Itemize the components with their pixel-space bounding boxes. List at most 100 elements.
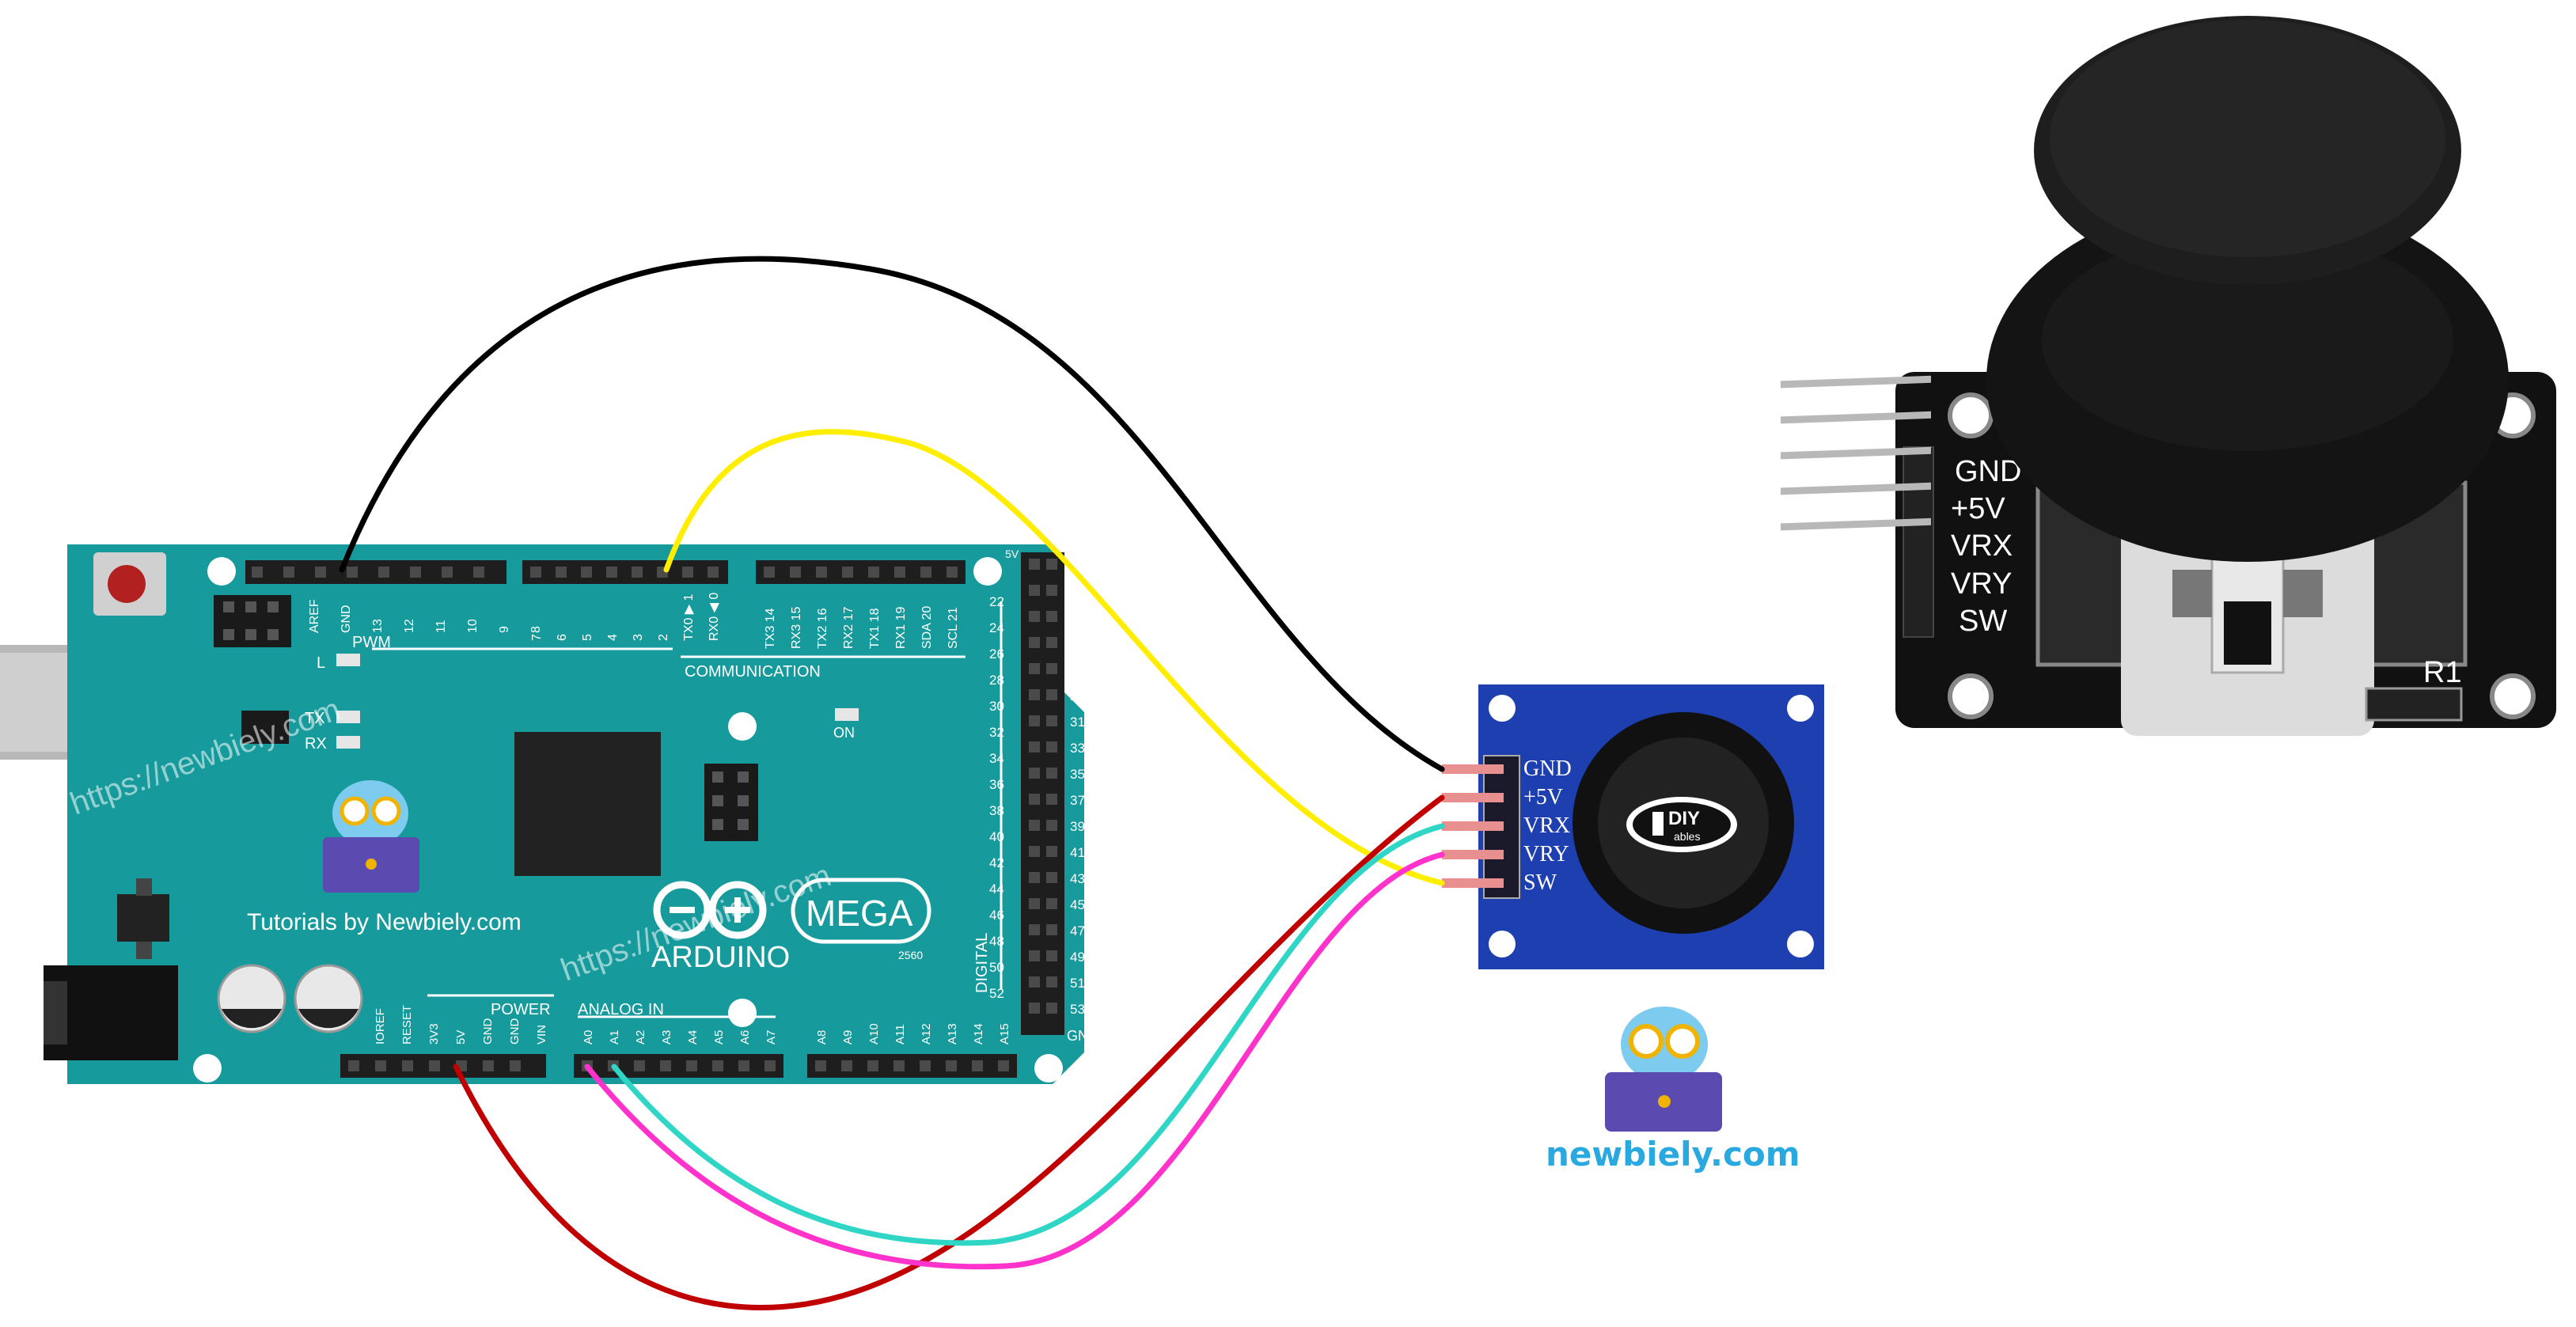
header-pin <box>1029 663 1040 674</box>
pin-label: GND <box>481 1018 495 1045</box>
digital-pin-label: 51 <box>1070 976 1085 991</box>
header-pin <box>1046 715 1057 726</box>
pin-label: TX3 14 <box>764 608 777 649</box>
header-pin <box>1029 924 1040 935</box>
digital-pin-label: 35 <box>1070 767 1085 782</box>
pin-label: A11 <box>893 1024 907 1045</box>
pin-label: 3 <box>632 634 645 641</box>
owl-mascot-board <box>323 780 419 893</box>
label-analog-in: ANALOG IN <box>578 1001 664 1018</box>
pin-label: A1 <box>608 1030 621 1045</box>
pin-label: A9 <box>841 1030 855 1045</box>
digital-pin-label: 38 <box>989 803 1004 818</box>
header-pin <box>1046 976 1057 988</box>
module-pin-5v: +5V <box>1523 785 1563 809</box>
label-gnd-corner: GND <box>1067 1028 1098 1044</box>
digital-pin-label: 22 <box>989 594 1004 609</box>
header-pin <box>1046 820 1057 831</box>
header-pin <box>1046 898 1057 909</box>
label-digital: DIGITAL <box>973 933 991 993</box>
resistor-r1 <box>2365 687 2463 722</box>
digital-pin-label: 52 <box>989 986 1004 1001</box>
header-pin <box>1029 872 1040 883</box>
digital-pin-label: 48 <box>989 934 1004 949</box>
pin-label: A15 <box>998 1023 1011 1045</box>
pin-label: SDA 20 <box>920 606 934 649</box>
pin-label: 10 <box>466 619 480 633</box>
mega-badge <box>791 878 931 944</box>
header-pin <box>1029 768 1040 779</box>
voltage-regulator <box>117 894 169 942</box>
digital-pin-label: 24 <box>989 620 1004 635</box>
digital-pin-label: 46 <box>989 908 1004 923</box>
header-pin <box>1029 741 1040 753</box>
pin-label: A2 <box>634 1030 647 1045</box>
digital-pin-label: 50 <box>989 960 1004 975</box>
mount-hole <box>973 557 1002 586</box>
header-pin <box>1046 872 1057 883</box>
digital-pin-label: 34 <box>989 751 1004 766</box>
model-number: 2560 <box>898 949 923 961</box>
pin-label: A8 <box>815 1030 829 1045</box>
wires <box>339 256 1445 1310</box>
mount-hole <box>728 999 757 1027</box>
digital-pin-label: 27 <box>1070 662 1085 677</box>
pin-label: VIN <box>535 1025 548 1045</box>
digital-pin-label: 40 <box>989 829 1004 844</box>
label-on: ON <box>833 725 855 741</box>
module-pin-vry: VRY <box>1523 842 1569 866</box>
pin-label: AREF <box>308 599 321 633</box>
small-chip <box>241 711 289 744</box>
digital-pin-label: 30 <box>989 699 1004 714</box>
header-pin <box>1029 950 1040 961</box>
arduino-logo <box>653 881 767 939</box>
header-pin <box>1029 637 1040 648</box>
digital-pin-label: 23 <box>1070 610 1085 625</box>
header-pin <box>1029 689 1040 700</box>
photo-pin-vrx: VRX <box>1951 529 2013 563</box>
photo-r1-label: R1 <box>2423 656 2462 689</box>
pin-label: RX0 ◀ 0 <box>708 593 721 641</box>
led-on <box>835 708 859 721</box>
header-analog-a <box>574 1054 783 1078</box>
digital-pin-label: 49 <box>1070 950 1085 965</box>
header-pin <box>1029 611 1040 622</box>
photo-pin-sw: SW <box>1959 605 2007 638</box>
wire-sw <box>663 429 1445 886</box>
pin-label: A7 <box>764 1030 778 1045</box>
header-pin <box>1029 898 1040 909</box>
led-tx <box>336 711 360 723</box>
pin-label: A12 <box>920 1023 933 1045</box>
diyables-logo: DIY <box>1668 808 1700 829</box>
pin-label: A6 <box>738 1030 752 1045</box>
pin-label: A4 <box>686 1030 700 1045</box>
header-pin <box>1046 741 1057 753</box>
led-l <box>336 654 360 666</box>
mount-hole <box>207 557 236 586</box>
header-analog-b <box>807 1054 1017 1078</box>
mount-hole <box>1034 1054 1063 1082</box>
mount-hole <box>193 1054 222 1082</box>
pin-label: 4 <box>606 634 620 641</box>
header-pin <box>1046 950 1057 961</box>
photo-pin-vry: VRY <box>1951 567 2012 601</box>
digital-pin-label: 28 <box>989 673 1004 688</box>
header-pin <box>1029 820 1040 831</box>
digital-pin-label: 43 <box>1070 871 1085 886</box>
wire-vry <box>584 851 1445 1270</box>
header-pin <box>1046 924 1057 935</box>
tutorials-label: Tutorials by Newbiely.com <box>247 909 522 935</box>
pin-label: A13 <box>946 1023 959 1045</box>
digital-pin-label: 33 <box>1070 741 1085 756</box>
module-pin-gnd: GND <box>1523 756 1572 781</box>
header-pin <box>1046 794 1057 805</box>
header-pin <box>1046 768 1057 779</box>
pin-label: 11 <box>434 620 448 633</box>
wire-vrx <box>611 823 1445 1246</box>
arduino-brand: ARDUINO <box>651 941 790 974</box>
pin-label: 2 <box>657 634 670 641</box>
photo-pins <box>1781 375 1931 531</box>
